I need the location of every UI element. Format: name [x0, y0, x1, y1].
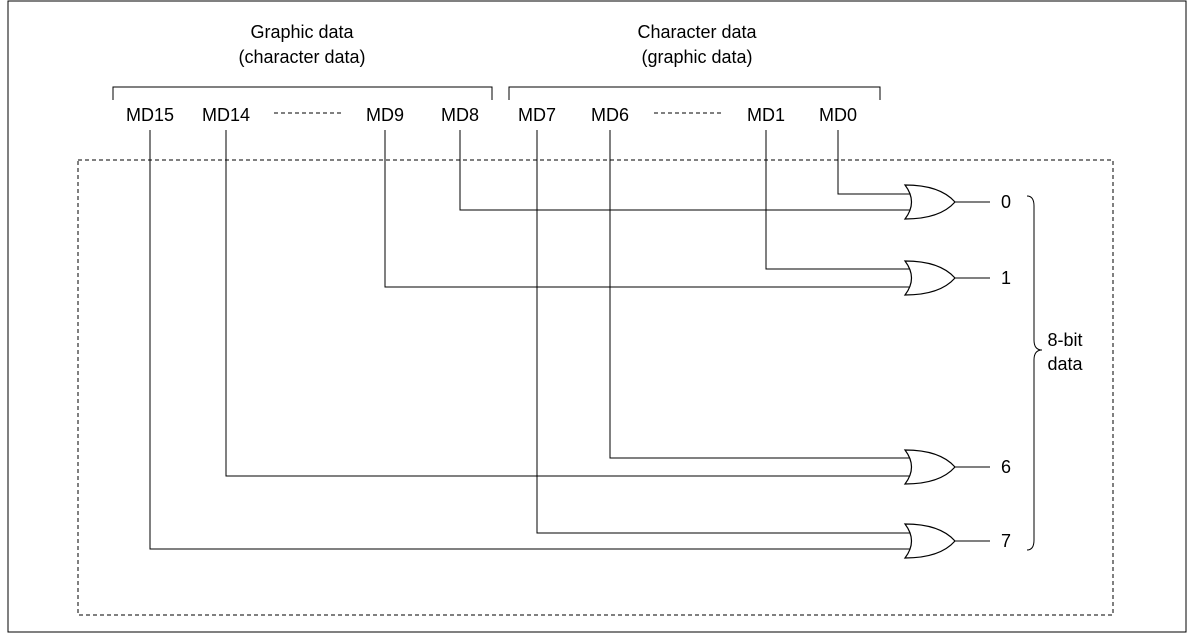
- wire-md6: [609, 130, 911, 459]
- wire-md14: [225, 130, 911, 477]
- graphic-group-subtitle: (character data): [238, 47, 365, 67]
- wire-md7: [536, 130, 911, 534]
- wire-md8: [459, 130, 911, 211]
- bit-label-md0: MD0: [819, 105, 857, 125]
- bit-label-md6: MD6: [591, 105, 629, 125]
- logic-boundary-box: [77, 159, 1114, 616]
- or-gate-6: [903, 449, 956, 485]
- output-label-6: 6: [1001, 457, 1011, 477]
- character-group-title: Character data: [637, 22, 757, 42]
- output-brace: [1026, 195, 1043, 551]
- or-gate-1: [903, 260, 956, 296]
- graphic-group-title: Graphic data: [250, 22, 354, 42]
- wire-md15: [149, 130, 911, 550]
- wire-md9: [384, 130, 911, 288]
- or-gate-0: [903, 184, 956, 220]
- graphic-group-bracket: [112, 86, 493, 100]
- character-group-bracket: [508, 86, 881, 100]
- bit-label-md9: MD9: [366, 105, 404, 125]
- character-group-subtitle: (graphic data): [641, 47, 752, 67]
- bit-label-md8: MD8: [441, 105, 479, 125]
- output-label-0: 0: [1001, 192, 1011, 212]
- bit-label-md7: MD7: [518, 105, 556, 125]
- brace-label-line1: 8-bit: [1047, 330, 1082, 350]
- output-label-7: 7: [1001, 531, 1011, 551]
- figure-border: [7, 0, 1187, 633]
- or-gate-7: [903, 523, 956, 559]
- bit-label-md14: MD14: [202, 105, 250, 125]
- bit-label-md15: MD15: [126, 105, 174, 125]
- wire-md0: [837, 130, 911, 195]
- bit-label-md1: MD1: [747, 105, 785, 125]
- brace-label-line2: data: [1047, 354, 1083, 374]
- output-label-1: 1: [1001, 268, 1011, 288]
- wire-md1: [765, 130, 911, 270]
